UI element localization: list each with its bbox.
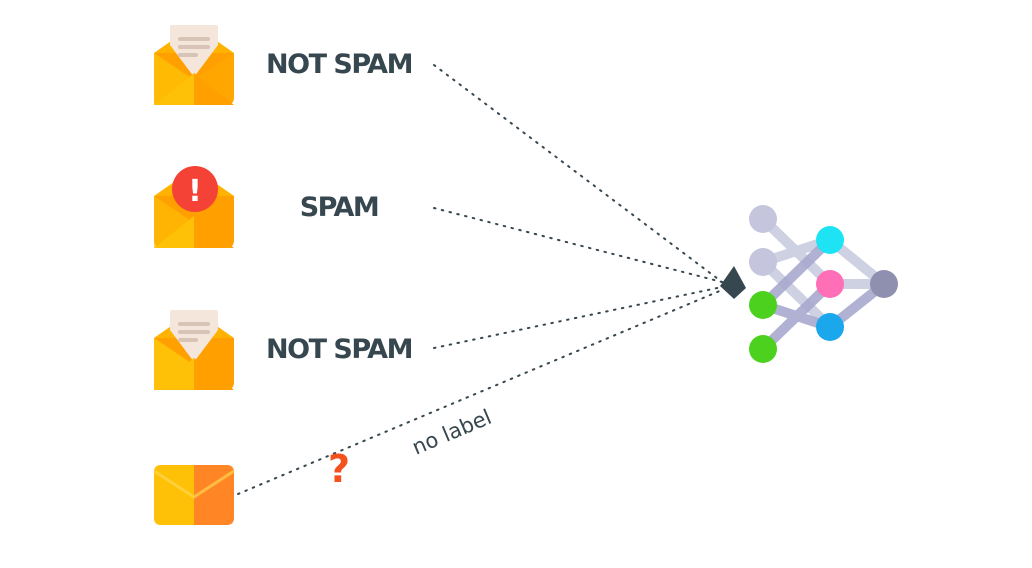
hidden-node-2 bbox=[816, 270, 844, 298]
connector-line-1 bbox=[433, 64, 723, 283]
input-node-2 bbox=[749, 248, 777, 276]
output-node bbox=[870, 270, 898, 298]
email-label-2: SPAM bbox=[300, 192, 379, 223]
email-icon-4 bbox=[153, 465, 235, 525]
email-icon-1 bbox=[154, 25, 234, 105]
input-node-4 bbox=[749, 335, 777, 363]
alert-glyph: ! bbox=[188, 174, 202, 209]
no-label-note: no label bbox=[409, 405, 495, 460]
alert-badge bbox=[172, 166, 218, 212]
hidden-node-1 bbox=[816, 226, 844, 254]
input-node-1 bbox=[749, 205, 777, 233]
question-mark-icon: ? bbox=[328, 447, 350, 491]
neural-network-icon bbox=[749, 205, 898, 363]
connector-line-4 bbox=[237, 289, 723, 495]
email-label-1: NOT SPAM bbox=[266, 49, 412, 80]
email-label-3: NOT SPAM bbox=[266, 334, 412, 365]
connector-lines bbox=[237, 64, 723, 495]
arrow-head bbox=[720, 266, 746, 299]
connector-line-3 bbox=[433, 286, 723, 349]
email-icon-3 bbox=[154, 310, 234, 390]
connector-line-2 bbox=[433, 207, 723, 283]
hidden-node-3 bbox=[816, 313, 844, 341]
input-node-3 bbox=[749, 291, 777, 319]
